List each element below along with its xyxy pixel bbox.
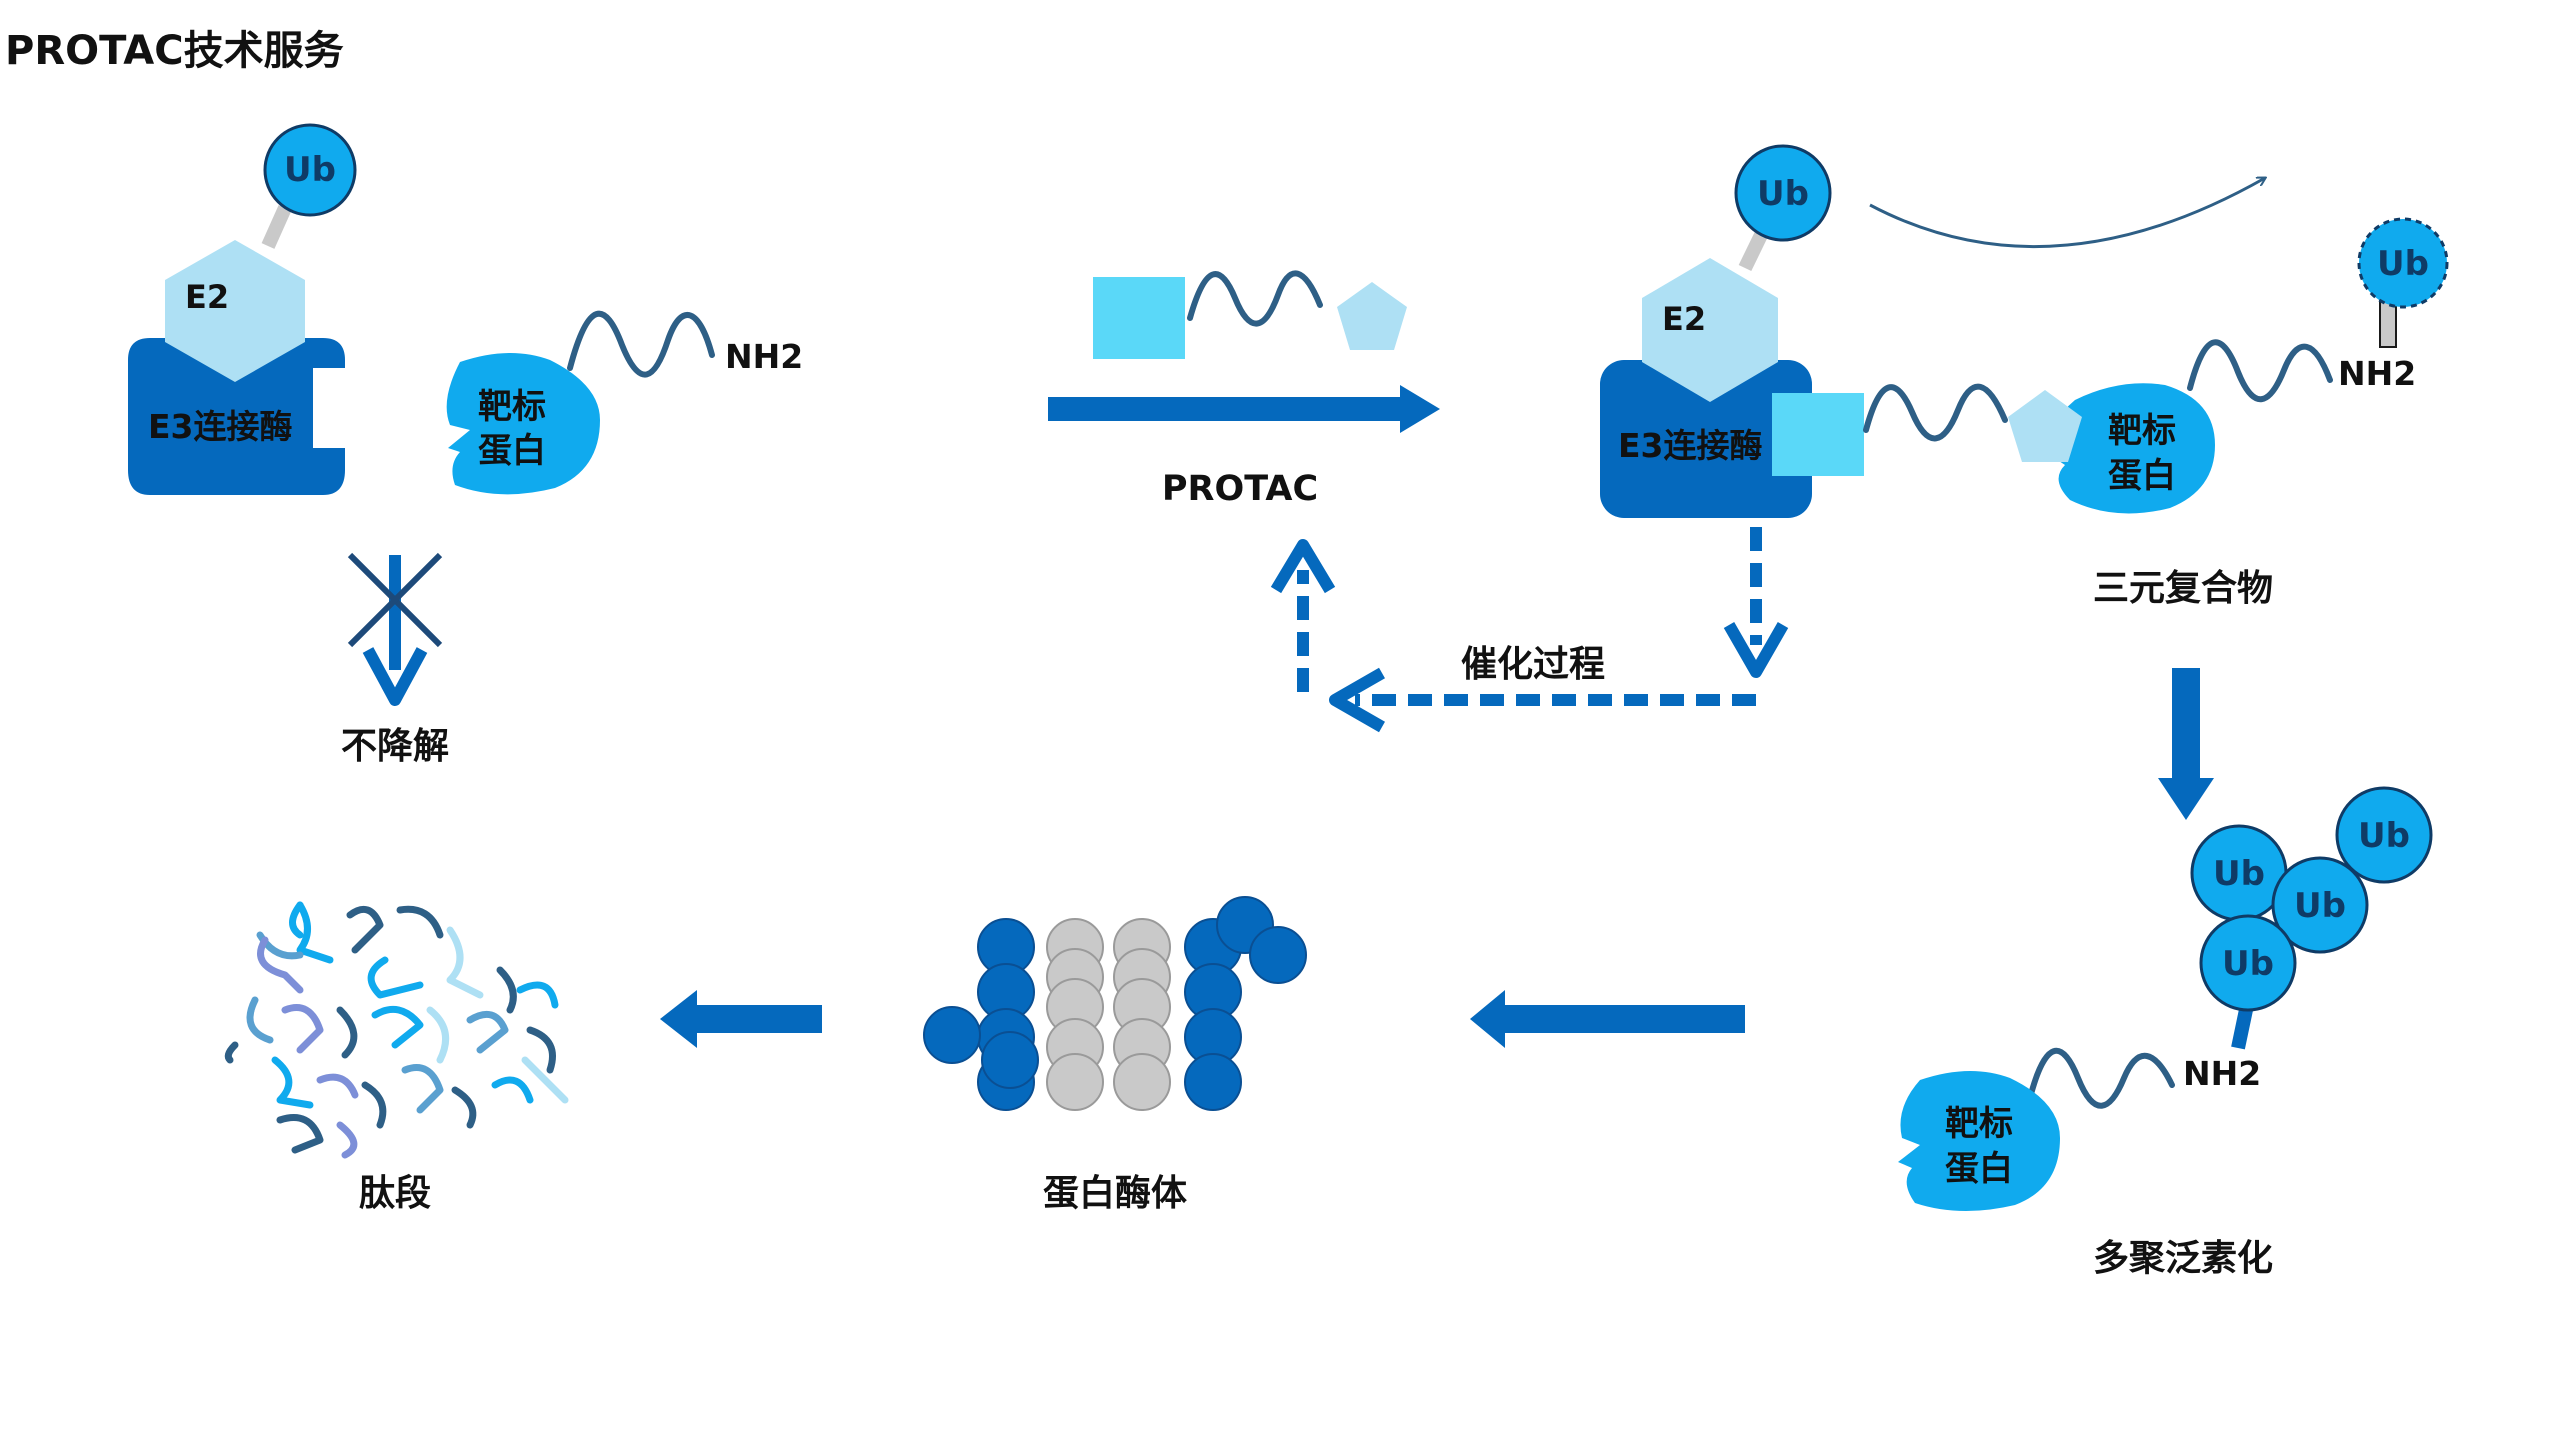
e2-hexagon <box>165 240 305 382</box>
e3-ligase-block <box>128 338 345 495</box>
ternary-complex: Ub E2 E3连接酶 靶标 蛋白 NH2 Ub <box>1600 144 2449 518</box>
ub-transfer-arrow <box>1869 178 2265 249</box>
e2-hexagon <box>1642 258 1778 402</box>
e3-ligase-block <box>1600 360 1812 518</box>
target-label-line1: 靶标 <box>2108 411 2176 451</box>
left-complex: Ub E2 E3连接酶 靶标 蛋白 NH2 <box>128 123 803 495</box>
ub-circle <box>2335 786 2433 884</box>
ub-linker <box>261 205 292 249</box>
ub-linker <box>1738 229 1769 272</box>
target-label-line2: 蛋白 <box>2108 456 2176 496</box>
catalysis-arrows <box>1270 527 1789 733</box>
ub-circle <box>2271 856 2369 954</box>
target-protein-shape <box>1898 1070 2060 1212</box>
ternary-caption: 三元复合物 <box>2093 568 2273 609</box>
protac-square <box>1772 393 1864 476</box>
ub-label: Ub <box>2213 854 2265 894</box>
proteasome-label: 蛋白酶体 <box>1043 1173 1187 1214</box>
target-protein-shape <box>2047 383 2215 514</box>
proteasome <box>923 896 1307 1111</box>
target-label-line2: 蛋白 <box>478 431 546 471</box>
ub-label: Ub <box>2222 944 2274 984</box>
ub-circle <box>2199 914 2297 1012</box>
target-protein-shape <box>446 352 600 495</box>
protac-linker-wave <box>1863 383 2008 442</box>
ub-circle <box>263 123 357 217</box>
peptide-chain-wave <box>2187 339 2333 403</box>
e2-label: E2 <box>1662 300 1706 338</box>
nh2-label: NH2 <box>2338 354 2416 393</box>
polyubiquitin-chain: Ub Ub Ub Ub <box>2190 786 2433 1050</box>
protac-arrow <box>1048 385 1440 433</box>
ub-label: Ub <box>1757 174 1809 214</box>
peptide-chain-wave <box>567 310 715 378</box>
to-peptides-arrow <box>660 990 822 1048</box>
protac-square <box>1093 277 1185 359</box>
peptide-fragments <box>224 901 569 1159</box>
target-label-line2: 蛋白 <box>1945 1149 2013 1189</box>
page-title: PROTAC技术服务 <box>5 28 344 74</box>
polyub-caption: 多聚泛素化 <box>2093 1238 2273 1279</box>
ub-free-label: Ub <box>2377 244 2429 284</box>
polyub-arrow <box>2158 668 2214 820</box>
e3-label: E3连接酶 <box>1618 426 1763 465</box>
e2-label: E2 <box>185 278 229 316</box>
cross-icon-b <box>347 552 443 648</box>
protac-pentagon <box>2008 390 2082 462</box>
nh2-label: NH2 <box>2183 1054 2261 1093</box>
protac-pentagon <box>1337 282 1407 350</box>
peptide-chain-wave <box>2027 1047 2175 1109</box>
catalysis-label: 催化过程 <box>1461 644 1605 685</box>
nh2-label: NH2 <box>725 337 803 376</box>
no-degradation-label: 不降解 <box>341 726 449 767</box>
ub-label: Ub <box>284 150 336 190</box>
ub-label: Ub <box>2358 816 2410 856</box>
ub-free-circle <box>2357 217 2449 309</box>
ub-label: Ub <box>2294 886 2346 926</box>
ub-circle <box>1734 144 1832 242</box>
protac-linker-wave <box>1187 270 1323 327</box>
protac-label: PROTAC <box>1162 469 1318 509</box>
to-proteasome-arrow <box>1470 990 1745 1048</box>
e3-label: E3连接酶 <box>148 407 293 446</box>
peptides-label: 肽段 <box>359 1173 431 1214</box>
target-label-line1: 靶标 <box>478 387 546 427</box>
protac-molecule <box>1093 270 1407 359</box>
target-label-line1: 靶标 <box>1945 1104 2013 1144</box>
no-degradation-arrow <box>347 552 443 706</box>
